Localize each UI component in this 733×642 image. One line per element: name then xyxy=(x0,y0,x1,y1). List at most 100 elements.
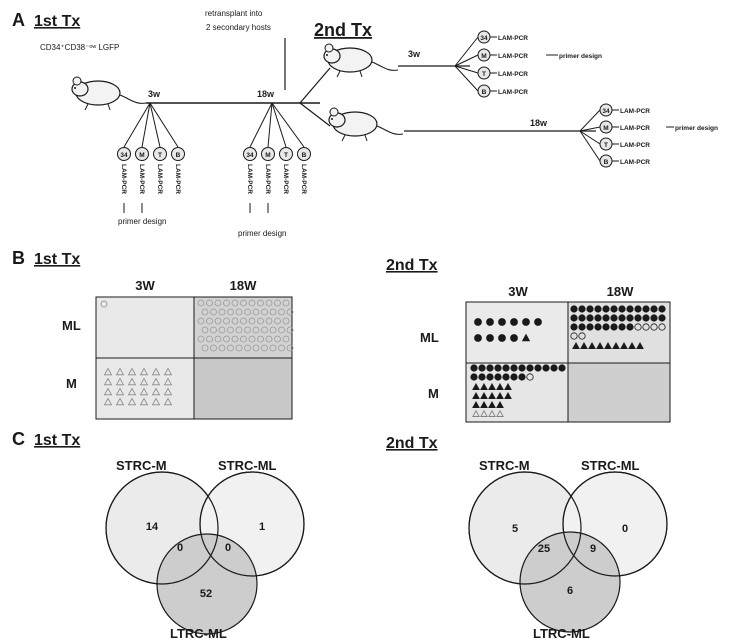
retransplant-label-line2: 2 secondary hosts xyxy=(206,23,271,32)
venn1-ltrc: 52 xyxy=(200,588,212,600)
clone-marker xyxy=(627,315,633,321)
panel-a-2nd-tx-title: 2nd Tx xyxy=(314,20,372,40)
svg-text:LAM-PCR: LAM-PCR xyxy=(138,164,145,194)
primary-3w-lam-pcr: LAM-PCR LAM-PCR LAM-PCR LAM-PCR xyxy=(120,164,181,194)
svg-text:LAM-PCR: LAM-PCR xyxy=(246,164,253,194)
primary-18w-label: 18w xyxy=(257,89,275,99)
clone-marker xyxy=(603,315,609,321)
venn2-ltrc: 6 xyxy=(567,585,573,597)
clone-marker xyxy=(471,365,477,371)
svg-text:T: T xyxy=(482,71,486,78)
primary-3w-fan xyxy=(124,103,178,147)
primary-3w-lineage-circles: 34 M T B xyxy=(118,148,185,161)
svg-text:B: B xyxy=(482,89,487,96)
clone-marker xyxy=(643,306,649,312)
clone-marker xyxy=(659,315,665,321)
clone-marker xyxy=(503,374,509,380)
clone-marker xyxy=(651,315,657,321)
clone-marker xyxy=(571,324,577,330)
clone-marker xyxy=(595,315,601,321)
clone-marker xyxy=(611,315,617,321)
clone-marker xyxy=(511,335,518,342)
svg-text:ML: ML xyxy=(420,330,439,345)
svg-text:M: M xyxy=(481,53,486,60)
svg-text:LAM-PCR: LAM-PCR xyxy=(156,164,163,194)
venn2-ml-only: 0 xyxy=(622,523,628,535)
clone-marker xyxy=(571,315,577,321)
clone-marker xyxy=(487,319,494,326)
venn1-ml-only: 1 xyxy=(259,521,265,533)
secondary-3w-lineage-list: 34 M T B LAM-PCR LAM-PCR LAM-PCR LAM-PCR… xyxy=(478,31,602,97)
secondary-18w-label: 18w xyxy=(530,118,548,128)
svg-text:LAM-PCR: LAM-PCR xyxy=(264,164,271,194)
svg-text:B: B xyxy=(604,159,609,166)
svg-text:LAM-PCR: LAM-PCR xyxy=(620,108,650,115)
panel-c-1st-tx-title: 1st Tx xyxy=(34,432,80,449)
clone-marker xyxy=(495,374,501,380)
clone-marker xyxy=(511,319,518,326)
venn-2nd-tx: STRC-M STRC-ML LTRC-ML 5 0 25 9 6 xyxy=(469,458,667,641)
clone-marker xyxy=(571,306,577,312)
svg-text:M: M xyxy=(603,125,608,132)
clone-marker xyxy=(587,324,593,330)
venn1-strc-ml-label: STRC-ML xyxy=(218,458,277,473)
venn1-ltrc-ml-label: LTRC-ML xyxy=(170,626,227,641)
clone-marker xyxy=(487,374,493,380)
svg-text:LAM-PCR: LAM-PCR xyxy=(620,159,650,166)
venn2-strc-m-label: STRC-M xyxy=(479,458,530,473)
panel-b-2nd-grid: 3W 18W ML M xyxy=(420,284,670,422)
svg-text:LAM-PCR: LAM-PCR xyxy=(498,53,528,60)
clone-marker xyxy=(475,335,482,342)
svg-text:LAM-PCR: LAM-PCR xyxy=(174,164,181,194)
clone-marker xyxy=(587,306,593,312)
clone-marker xyxy=(651,306,657,312)
svg-text:34: 34 xyxy=(602,108,610,115)
clone-marker xyxy=(511,365,517,371)
clone-marker xyxy=(659,306,665,312)
svg-text:T: T xyxy=(604,142,608,149)
venn1-m-ml: 0 xyxy=(177,542,183,554)
clone-marker xyxy=(523,319,530,326)
clone-marker xyxy=(619,315,625,321)
venn2-strc-ml-label: STRC-ML xyxy=(581,458,640,473)
svg-text:LAM-PCR: LAM-PCR xyxy=(498,89,528,96)
venn2-m-only: 5 xyxy=(512,523,518,535)
svg-text:T: T xyxy=(158,152,162,159)
clone-marker xyxy=(543,365,549,371)
clone-marker xyxy=(551,365,557,371)
secondary-18w-lineage-list: 34 M T B LAM-PCR LAM-PCR LAM-PCR LAM-PCR… xyxy=(600,104,718,167)
svg-text:LAM-PCR: LAM-PCR xyxy=(282,164,289,194)
venn1-strc-m-label: STRC-M xyxy=(116,458,167,473)
svg-text:ML: ML xyxy=(62,318,81,333)
clone-marker xyxy=(619,306,625,312)
clone-marker xyxy=(579,324,585,330)
svg-text:34: 34 xyxy=(246,152,254,159)
panel-a-1st-tx-title: 1st Tx xyxy=(34,13,80,30)
svg-text:34: 34 xyxy=(120,152,128,159)
svg-text:LAM-PCR: LAM-PCR xyxy=(120,164,127,194)
primary-3w-primer-design: primer design xyxy=(118,217,166,226)
clone-marker xyxy=(511,374,517,380)
svg-text:LAM-PCR: LAM-PCR xyxy=(498,35,528,42)
clone-marker xyxy=(535,319,542,326)
panel-a-letter: A xyxy=(12,10,25,30)
venn2-ltrc-ml-label: LTRC-ML xyxy=(533,626,590,641)
clone-marker xyxy=(471,374,477,380)
clone-marker xyxy=(635,306,641,312)
clone-marker xyxy=(627,306,633,312)
svg-text:B: B xyxy=(176,152,181,159)
clone-marker xyxy=(519,365,525,371)
clone-marker xyxy=(595,306,601,312)
secondary-18w-primer-design: primer design xyxy=(675,125,718,132)
clone-marker xyxy=(603,324,609,330)
secondary-3w-label: 3w xyxy=(408,49,421,59)
panel-c-2nd-tx-title: 2nd Tx xyxy=(386,435,438,452)
clone-marker xyxy=(627,324,633,330)
clone-marker xyxy=(479,365,485,371)
venn1-ml-ltrc: 0 xyxy=(225,542,231,554)
panel-b-2nd-tx-title: 2nd Tx xyxy=(386,257,438,274)
clone-marker xyxy=(487,365,493,371)
panel-b-letter: B xyxy=(12,248,25,268)
svg-text:18W: 18W xyxy=(230,278,257,293)
venn1-m-only: 14 xyxy=(146,521,159,533)
